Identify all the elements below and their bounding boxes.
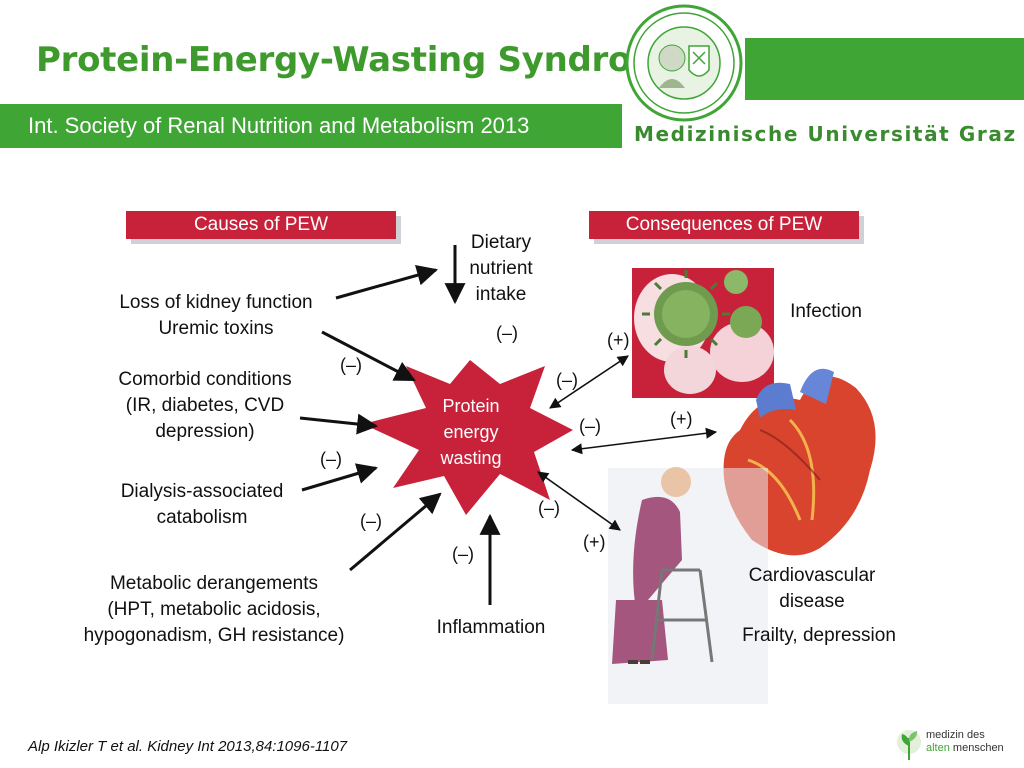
cause-line: (HPT, metabolic acidosis,	[107, 599, 321, 620]
subtitle: Int. Society of Renal Nutrition and Meta…	[28, 113, 530, 138]
center-label-line: energy	[443, 422, 499, 442]
cause-line: hypogonadism, GH resistance)	[83, 625, 345, 646]
sign-cardio-consequence: (+)	[670, 409, 693, 429]
sign-comorbid: (–)	[320, 449, 342, 469]
logo-line-2: alten menschen	[926, 742, 1004, 755]
logo-accent-word: alten	[926, 742, 950, 754]
cause-line: Loss of kidney function	[119, 292, 313, 313]
inflammation-label: Inflammation	[436, 617, 546, 638]
consequence-infection: Infection	[790, 301, 862, 322]
infection-illustration	[632, 268, 774, 398]
cause-line: Dialysis-associated	[120, 481, 284, 502]
sign-inflammation: (–)	[452, 544, 474, 564]
causes-header: Causes of PEW	[126, 211, 396, 239]
cause-line: catabolism	[156, 507, 248, 528]
center-label-line: wasting	[440, 448, 502, 468]
sign-dialysis: (–)	[360, 511, 382, 531]
sign-frailty-consequence: (+)	[583, 532, 606, 552]
consequences-header: Consequences of PEW	[589, 211, 859, 239]
sign-kidney: (–)	[340, 355, 362, 375]
logo-line-1: medizin des	[926, 729, 985, 741]
cause-comorbid: Comorbid conditions (IR, diabetes, CVD d…	[92, 367, 318, 445]
university-seal-logo	[625, 4, 743, 122]
cause-line: Uremic toxins	[158, 318, 274, 339]
center-label-line: Protein	[442, 396, 500, 416]
elderly-person-illustration	[608, 467, 768, 704]
dietary-line: nutrient	[469, 258, 533, 279]
logo-rest-word: menschen	[952, 742, 1004, 754]
dietary-line: intake	[475, 284, 527, 305]
sign-infection-consequence: (+)	[607, 330, 630, 350]
medizin-des-alten-menschen-text: medizin des alten menschen	[926, 729, 1004, 755]
cause-line: Metabolic derangements	[109, 573, 319, 594]
cardio-line: Cardiovascular	[748, 565, 876, 586]
cause-dialysis: Dialysis-associated catabolism	[100, 479, 304, 531]
pew-star	[363, 360, 573, 515]
cause-line: (IR, diabetes, CVD	[125, 395, 285, 416]
cause-line: Comorbid conditions	[118, 369, 292, 390]
university-name: Medizinische Universität Graz	[634, 122, 1017, 146]
page-title: Protein-Energy-Wasting Syndrome	[36, 40, 689, 80]
cardio-line: disease	[779, 591, 845, 612]
sign-infection-pew: (–)	[556, 370, 578, 390]
consequence-frailty: Frailty, depression	[742, 625, 896, 646]
center-label: Protein energy wasting	[425, 393, 517, 471]
header-green-bar	[745, 38, 1024, 100]
citation: Alp Ikizler T et al. Kidney Int 2013,84:…	[28, 738, 348, 755]
sign-frailty-pew: (–)	[538, 498, 560, 518]
cause-metabolic: Metabolic derangements (HPT, metabolic a…	[58, 571, 370, 649]
sign-dietary: (–)	[496, 323, 518, 343]
dietary-line: Dietary	[470, 232, 532, 253]
sign-cardio-pew: (–)	[579, 416, 601, 436]
consequence-cardio: Cardiovascular disease	[730, 563, 894, 615]
cause-line: depression)	[155, 421, 255, 442]
medizin-des-alten-menschen-logo-icon	[897, 730, 921, 760]
cause-kidney: Loss of kidney function Uremic toxins	[100, 290, 332, 342]
dietary-intake-label: Dietary nutrient intake	[456, 230, 546, 308]
